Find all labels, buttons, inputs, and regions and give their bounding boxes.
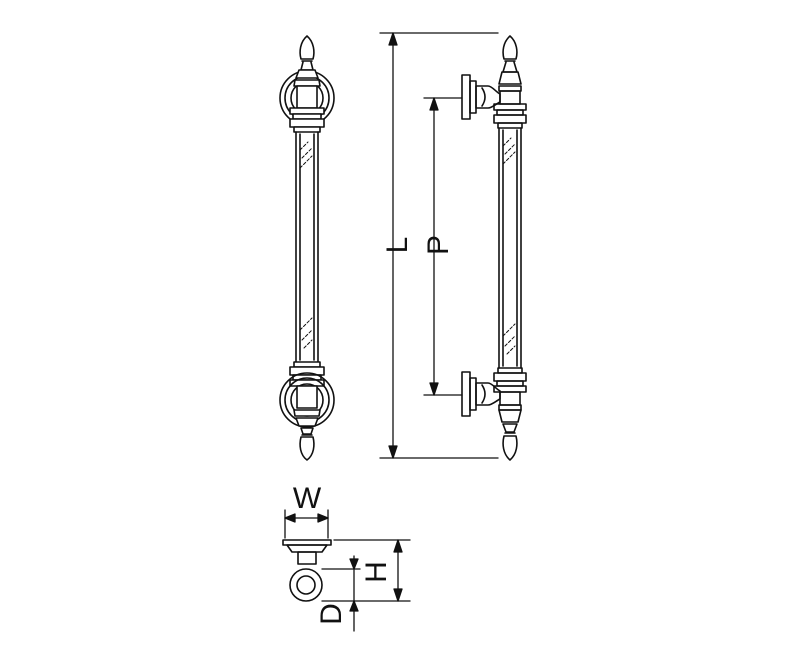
- section-view: [282, 539, 332, 602]
- dimension-height: [321, 539, 411, 602]
- label-height: H: [360, 561, 393, 583]
- label-length: L: [381, 237, 414, 254]
- dimension-length: [379, 32, 499, 459]
- front-top-finial: [299, 35, 315, 60]
- front-bottom-finial: [299, 436, 315, 461]
- label-pitch: P: [422, 235, 455, 255]
- label-width: W: [293, 482, 322, 515]
- side-bar: [498, 127, 522, 369]
- side-top-finial: [502, 35, 518, 60]
- dimension-diameter: [321, 555, 361, 632]
- dimension-width: [284, 509, 329, 539]
- side-view-handle: [461, 35, 527, 461]
- front-view-handle: [279, 35, 335, 461]
- side-top-mount: [461, 74, 501, 120]
- side-bottom-mount: [461, 371, 501, 417]
- side-bottom-finial: [502, 435, 518, 461]
- dimension-pitch: [423, 97, 463, 396]
- label-diameter: D: [315, 603, 348, 625]
- front-bar: [295, 131, 319, 363]
- section-bar-circle: [289, 568, 323, 602]
